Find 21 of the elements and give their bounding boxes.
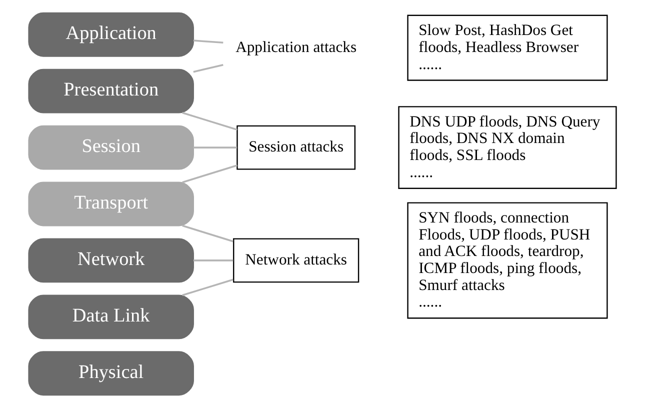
node-box: DNS UDP floods, DNS Query floods, DNS NX domain floods, SSL floods ...... (398, 106, 617, 189)
connector (193, 40, 224, 44)
connector (182, 224, 234, 242)
node-box: Session attacks (236, 125, 356, 170)
connector (182, 278, 234, 296)
node-box: Network attacks (233, 238, 360, 283)
connector (182, 164, 238, 184)
node-box: SYN floods, connection Floods, UDP floods, PUSH and ACK floods, teardrop, ICMP floods, ping floods, Smurf attacks ...... (407, 202, 608, 319)
node-box: Network (28, 238, 194, 283)
connector (193, 260, 234, 262)
node-box: Physical (28, 351, 194, 396)
node-box: Data Link (28, 294, 194, 340)
connector (193, 64, 224, 73)
node-box: Presentation (28, 68, 194, 114)
node-text: Application attacks (236, 38, 357, 56)
connector (182, 112, 238, 131)
connector (193, 146, 237, 148)
node-box: Transport (28, 182, 194, 226)
node-box: Slow Post, HashDos Get floods, Headless Browser ...... (407, 14, 608, 81)
node-box: Session (28, 125, 194, 170)
node-box: Application (28, 12, 194, 57)
